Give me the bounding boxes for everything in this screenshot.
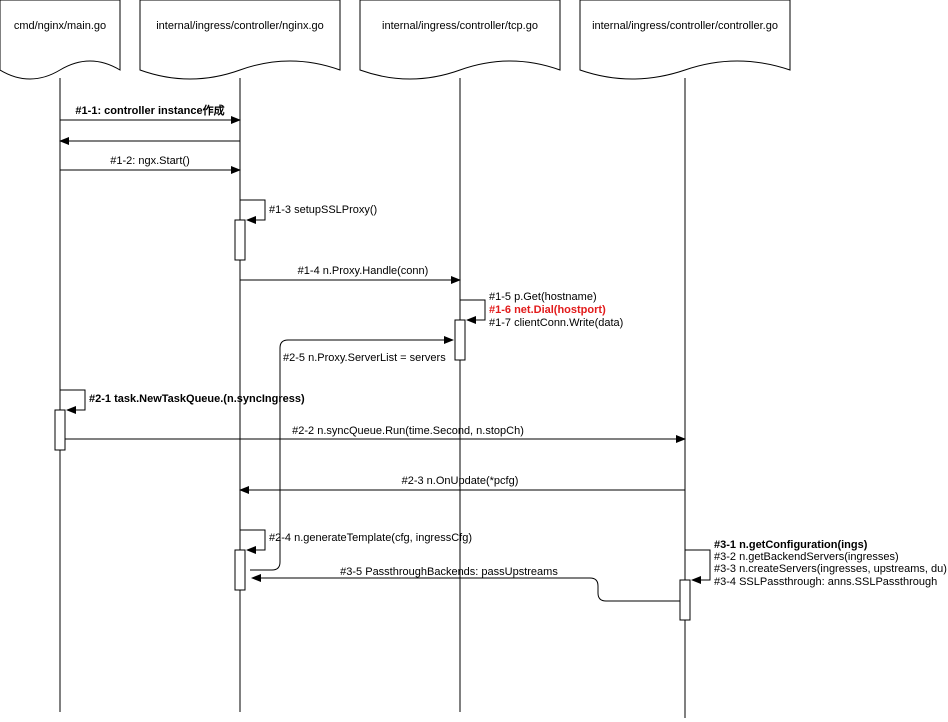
label-2-2: #2-2 n.syncQueue.Run(time.Second, n.stop…: [292, 425, 524, 437]
label-2-3: #2-3 n.OnUpdate(*pcfg): [402, 475, 519, 487]
activation-nginx-2: [234, 549, 246, 591]
arrow-2-5: [250, 336, 454, 571]
activation-controller-1: [679, 579, 691, 621]
label-2-4: #2-4 n.generateTemplate(cfg, ingressCfg): [269, 532, 472, 544]
label-3-5: #3-5 PassthroughBackends: passUpstreams: [340, 566, 558, 578]
arrow-2-1: [60, 389, 86, 414]
label-1-4: #1-4 n.Proxy.Handle(conn): [298, 265, 429, 277]
label-1-7: #1-7 clientConn.Write(data): [489, 317, 623, 329]
participant-controller: internal/ingress/controller/controller.g…: [579, 0, 791, 80]
participant-nginx: internal/ingress/controller/nginx.go: [139, 0, 341, 80]
label-2-5: #2-5 n.Proxy.ServerList = servers: [283, 352, 446, 364]
label-1-6: #1-6 net.Dial(hostport): [489, 304, 606, 316]
participant-tcp: internal/ingress/controller/tcp.go: [359, 0, 561, 80]
label-3-1: #3-1 n.getConfiguration(ings): [714, 539, 868, 551]
arrow-1-5: [460, 299, 486, 324]
activation-main-1: [54, 409, 66, 451]
label-2-1: #2-1 task.NewTaskQueue.(n.syncIngress): [89, 393, 305, 405]
label-1-3: #1-3 setupSSLProxy(): [269, 204, 377, 216]
participant-main: cmd/nginx/main.go: [0, 0, 121, 80]
label-3-4: #3-4 SSLPassthrough: anns.SSLPassthrough: [714, 576, 937, 588]
label-1-2: #1-2: ngx.Start(): [110, 155, 189, 167]
label-3-2: #3-2 n.getBackendServers(ingresses): [714, 551, 899, 563]
activation-tcp-1: [454, 319, 466, 361]
activation-nginx-1: [234, 219, 246, 261]
arrow-3-1: [685, 549, 711, 584]
label-3-3: #3-3 n.createServers(ingresses, upstream…: [714, 563, 947, 575]
label-1-1: #1-1: controller instance作成: [75, 103, 224, 117]
participant-controller-label: internal/ingress/controller/controller.g…: [592, 20, 778, 32]
participant-nginx-label: internal/ingress/controller/nginx.go: [156, 20, 324, 32]
participant-main-label: cmd/nginx/main.go: [14, 20, 106, 32]
label-1-5: #1-5 p.Get(hostname): [489, 291, 597, 303]
arrow-2-4: [240, 529, 266, 554]
participant-tcp-label: internal/ingress/controller/tcp.go: [382, 20, 538, 32]
arrow-3-5: [251, 574, 680, 602]
arrow-1-3: [240, 199, 266, 224]
